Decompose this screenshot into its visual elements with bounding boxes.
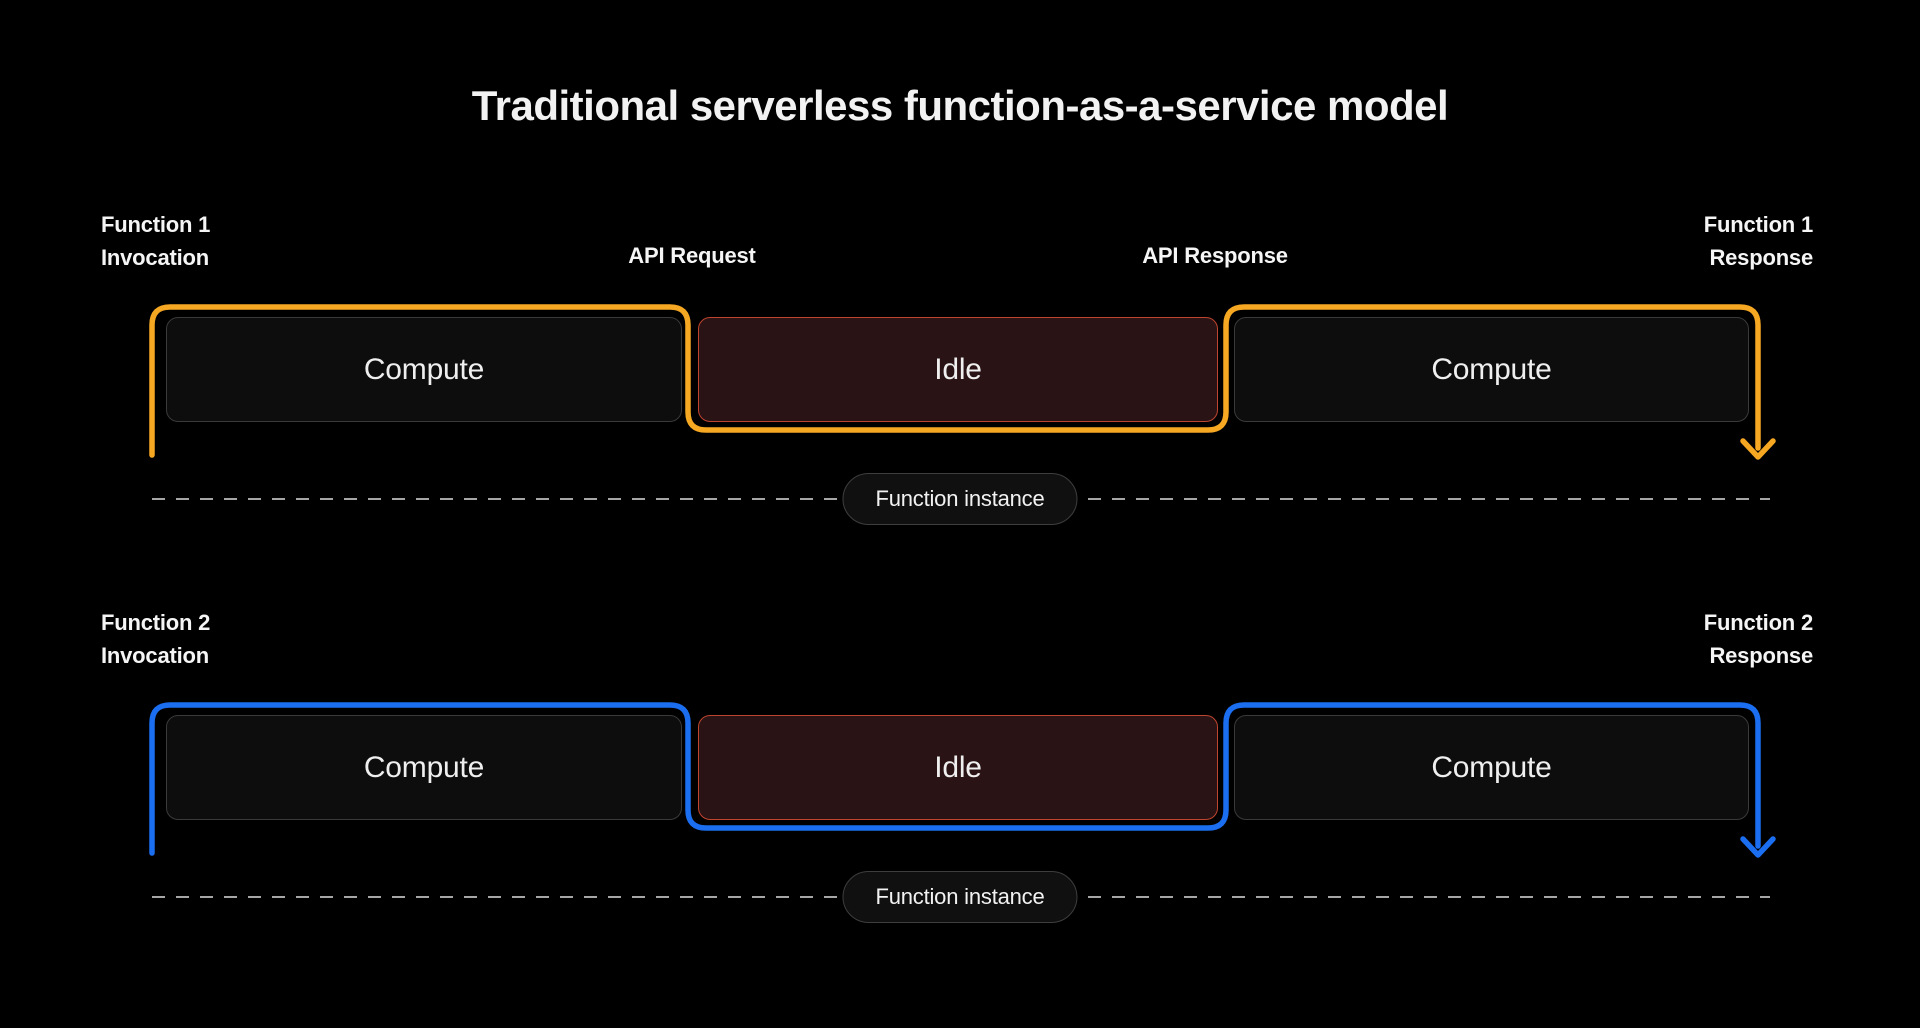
function-2-instance-pill: Function instance [842, 871, 1078, 923]
compute-box-label: Compute [1431, 352, 1552, 386]
function-1-invocation-line2: Invocation [101, 245, 210, 270]
page-title: Traditional serverless function-as-a-ser… [471, 82, 1449, 129]
api-request-label: API Request [628, 243, 756, 268]
function-1-response-label: Function 1 Response [1704, 208, 1813, 274]
function-1-response-line1: Function 1 [1703, 212, 1813, 237]
function-2-response-line2: Response [1709, 643, 1813, 668]
compute-box-label: Compute [1431, 750, 1552, 784]
idle-box-label: Idle [934, 352, 982, 386]
function-2-response-line1: Function 2 [1703, 610, 1813, 635]
function-2-invocation-line1: Function 2 [101, 610, 211, 635]
function-1-invocation-label: Function 1 Invocation [101, 208, 210, 274]
function-1-idle-box: Idle [698, 317, 1218, 422]
function-1-invocation-line1: Function 1 [101, 212, 211, 237]
compute-box-label: Compute [363, 750, 485, 784]
function-1-instance-pill: Function instance [842, 473, 1078, 525]
function-1-response-line2: Response [1709, 245, 1813, 270]
function-2-arrow-down-icon [1740, 836, 1776, 858]
function-2-row: Function 2 Invocation Function 2 Respons… [0, 398, 1920, 928]
function-2-invocation-line2: Invocation [101, 643, 210, 668]
idle-box-label: Idle [934, 750, 982, 784]
function-1-compute-box-2: Compute [1234, 317, 1749, 422]
function-2-invocation-label: Function 2 Invocation [101, 606, 210, 672]
api-response-label: API Response [1142, 243, 1288, 268]
function-2-compute-box-1: Compute [166, 715, 682, 820]
function-2-idle-box: Idle [698, 715, 1218, 820]
function-2-compute-box-2: Compute [1234, 715, 1749, 820]
function-1-compute-box-1: Compute [166, 317, 682, 422]
function-2-flow-line [149, 702, 1776, 858]
function-2-response-label: Function 2 Response [1704, 606, 1813, 672]
compute-box-label: Compute [363, 352, 485, 386]
